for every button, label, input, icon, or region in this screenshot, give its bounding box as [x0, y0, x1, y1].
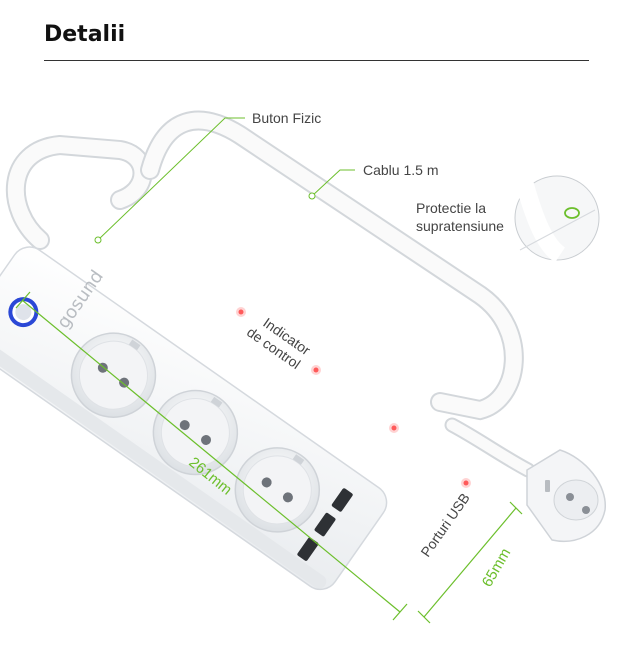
- label-physical-button: Buton Fizic: [252, 110, 321, 126]
- usb-port-icon: [297, 488, 353, 561]
- label-surge-line1: Protectie la: [416, 200, 486, 216]
- socket-icon: [152, 389, 239, 476]
- label-indicator: Indicator de control: [244, 314, 314, 372]
- label-usb-ports: Porturi USB: [417, 490, 473, 560]
- plug-icon: [526, 449, 606, 542]
- surge-protection-inset: [514, 175, 600, 263]
- socket-icon: [234, 447, 321, 533]
- cable: [5, 110, 536, 478]
- indicator-leds: [236, 307, 471, 488]
- label-cable: Cablu 1.5 m: [363, 162, 438, 178]
- svg-text:65mm: 65mm: [479, 545, 515, 590]
- power-strip: gosund: [0, 246, 388, 591]
- label-surge-line2: supratensiune: [416, 218, 504, 234]
- title-divider: [44, 60, 589, 61]
- dimension-width: 65mm: [417, 501, 523, 624]
- page-title: Detalii: [44, 22, 126, 47]
